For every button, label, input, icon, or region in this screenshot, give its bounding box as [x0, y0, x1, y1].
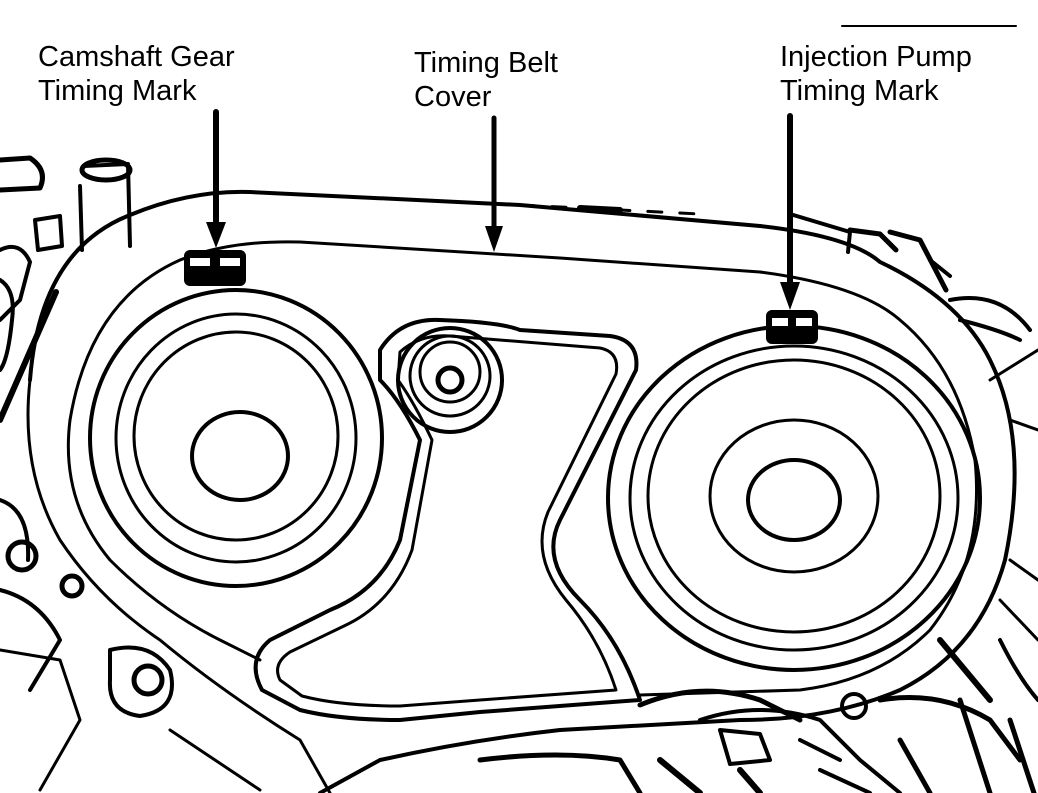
crank-pulley-area	[477, 637, 1037, 793]
engine-block-left	[0, 155, 262, 792]
callout-camshaft-line2: Timing Mark	[38, 75, 197, 107]
callout-pump-line2: Timing Mark	[780, 75, 939, 107]
callout-timing-belt-cover: Timing Belt Cover	[414, 46, 558, 114]
leader-arrow-belt-cover	[485, 115, 503, 252]
leader-arrow-injection-pump	[780, 113, 800, 310]
center-bolt-boss	[396, 326, 504, 434]
cover-center-rib	[253, 317, 642, 722]
injection-pump-timing-mark-block	[766, 310, 818, 344]
timing-belt-cover	[26, 189, 1017, 793]
callout-pump-line1: Injection Pump	[780, 41, 972, 73]
callout-belt-line1: Timing Belt	[414, 47, 558, 79]
callout-injection-pump-timing-mark: Injection Pump Timing Mark	[780, 40, 972, 108]
camshaft-gear-dome	[88, 288, 384, 588]
camshaft-timing-mark-block	[184, 250, 246, 286]
callout-belt-line2: Cover	[414, 81, 492, 113]
injection-pump-gear-dome	[606, 324, 982, 672]
callout-camshaft-line1: Camshaft Gear	[38, 41, 235, 73]
leader-arrow-camshaft	[206, 109, 226, 248]
engine-block-right	[788, 212, 1038, 702]
callout-camshaft-gear-timing-mark: Camshaft Gear Timing Mark	[38, 40, 235, 108]
